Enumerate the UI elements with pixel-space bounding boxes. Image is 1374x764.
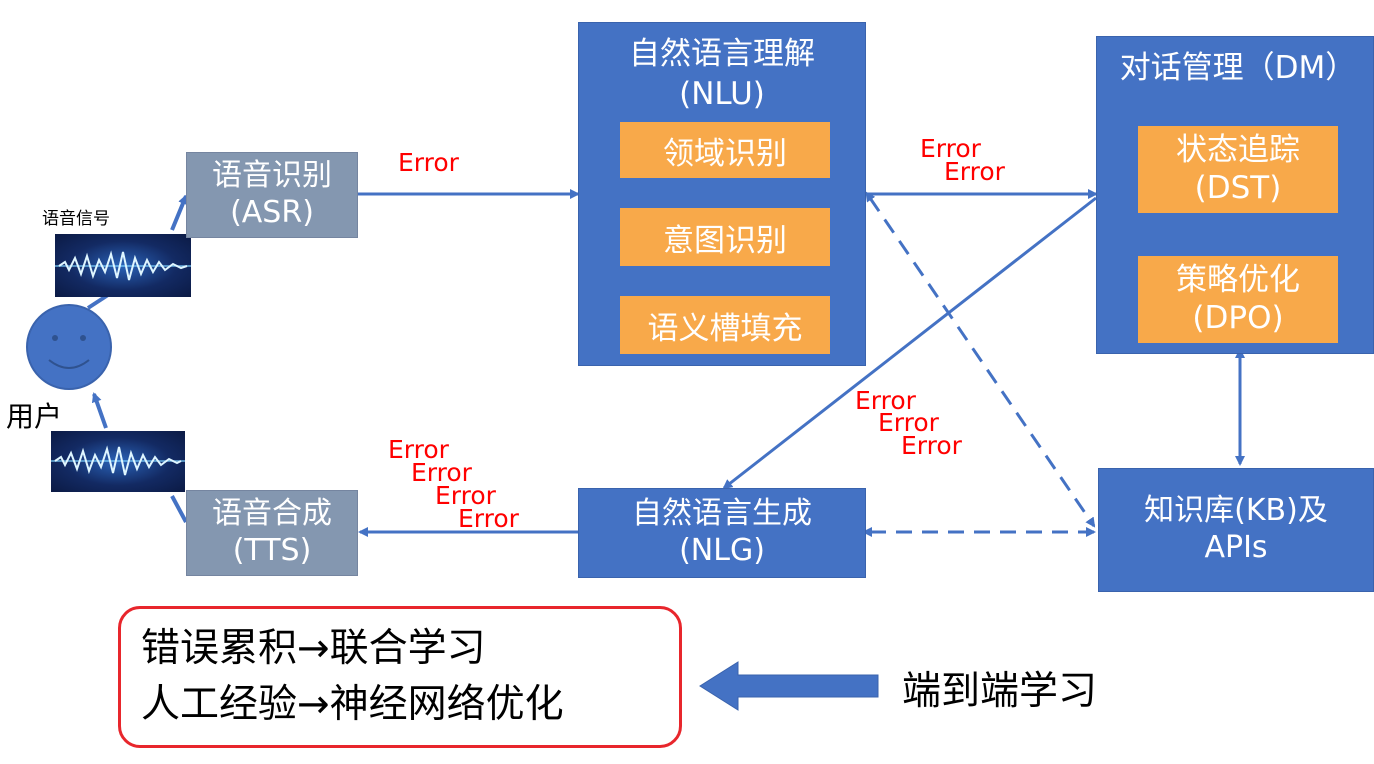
- error-label: Error: [901, 431, 962, 460]
- tts-line1: 语音合成: [212, 496, 332, 532]
- speech-signal-label: 语音信号: [42, 209, 110, 229]
- summary-line1: 错误累积→联合学习: [141, 626, 486, 671]
- dpo-line1: 策略优化: [1176, 261, 1300, 298]
- end-to-end-label: 端到端学习: [902, 669, 1098, 714]
- speech-waveform-bottom-icon: [51, 431, 185, 492]
- end-to-end-arrow: [699, 661, 879, 711]
- dpo-line2: (DPO): [1192, 299, 1284, 336]
- kb-line1: 知识库(KB)及: [1144, 493, 1328, 529]
- user-label: 用户: [6, 400, 63, 433]
- signal-to-asr-arrow: [170, 194, 188, 231]
- summary-line2: 人工经验→神经网络优化: [141, 682, 564, 727]
- nlg-line2: (NLG): [679, 533, 765, 568]
- kb-line2: APIs: [1204, 530, 1268, 565]
- dst-line2: (DST): [1194, 169, 1282, 206]
- dm-dst: 状态追踪 (DST): [1138, 126, 1338, 213]
- nlu-title-line2: (NLU): [679, 76, 765, 112]
- error-label: Error: [398, 148, 459, 177]
- dst-line1: 状态追踪: [1176, 131, 1300, 168]
- error-label: Error: [944, 157, 1005, 186]
- tts-to-signal-line: [170, 495, 188, 523]
- nlg-line1: 自然语言生成: [632, 496, 812, 532]
- nlu-step-domain: 领域识别: [620, 122, 830, 178]
- nlg-module: 自然语言生成 (NLG): [578, 488, 866, 578]
- nlu-title-line1: 自然语言理解: [629, 36, 815, 72]
- error-label: Error: [411, 458, 472, 487]
- tts-line2: (TTS): [232, 533, 312, 568]
- error-label: Error: [458, 504, 519, 533]
- error-label: Error: [920, 134, 981, 163]
- asr-module: 语音识别 (ASR): [186, 152, 358, 238]
- asr-line1: 语音识别: [212, 158, 332, 194]
- error-label: Error: [878, 408, 939, 437]
- kb-module: 知识库(KB)及 APIs: [1098, 468, 1374, 592]
- error-label: Error: [388, 435, 449, 464]
- user-face-icon: [26, 304, 112, 390]
- tts-module: 语音合成 (TTS): [186, 490, 358, 576]
- signal-to-user-arrow: [91, 392, 108, 429]
- dm-title: 对话管理（DM）: [1119, 50, 1357, 86]
- nlu-kb-dashed-arrow: [865, 191, 1096, 528]
- error-label: Error: [435, 481, 496, 510]
- dm-dpo: 策略优化 (DPO): [1138, 256, 1338, 343]
- user-to-signal-line: [86, 293, 110, 310]
- speech-waveform-top-icon: [55, 234, 191, 297]
- summary-box: 错误累积→联合学习 人工经验→神经网络优化: [118, 606, 682, 748]
- asr-line2: (ASR): [230, 195, 314, 230]
- nlu-step-slot: 语义槽填充: [620, 296, 830, 354]
- nlu-step-intent: 意图识别: [620, 208, 830, 266]
- error-label: Error: [855, 386, 916, 415]
